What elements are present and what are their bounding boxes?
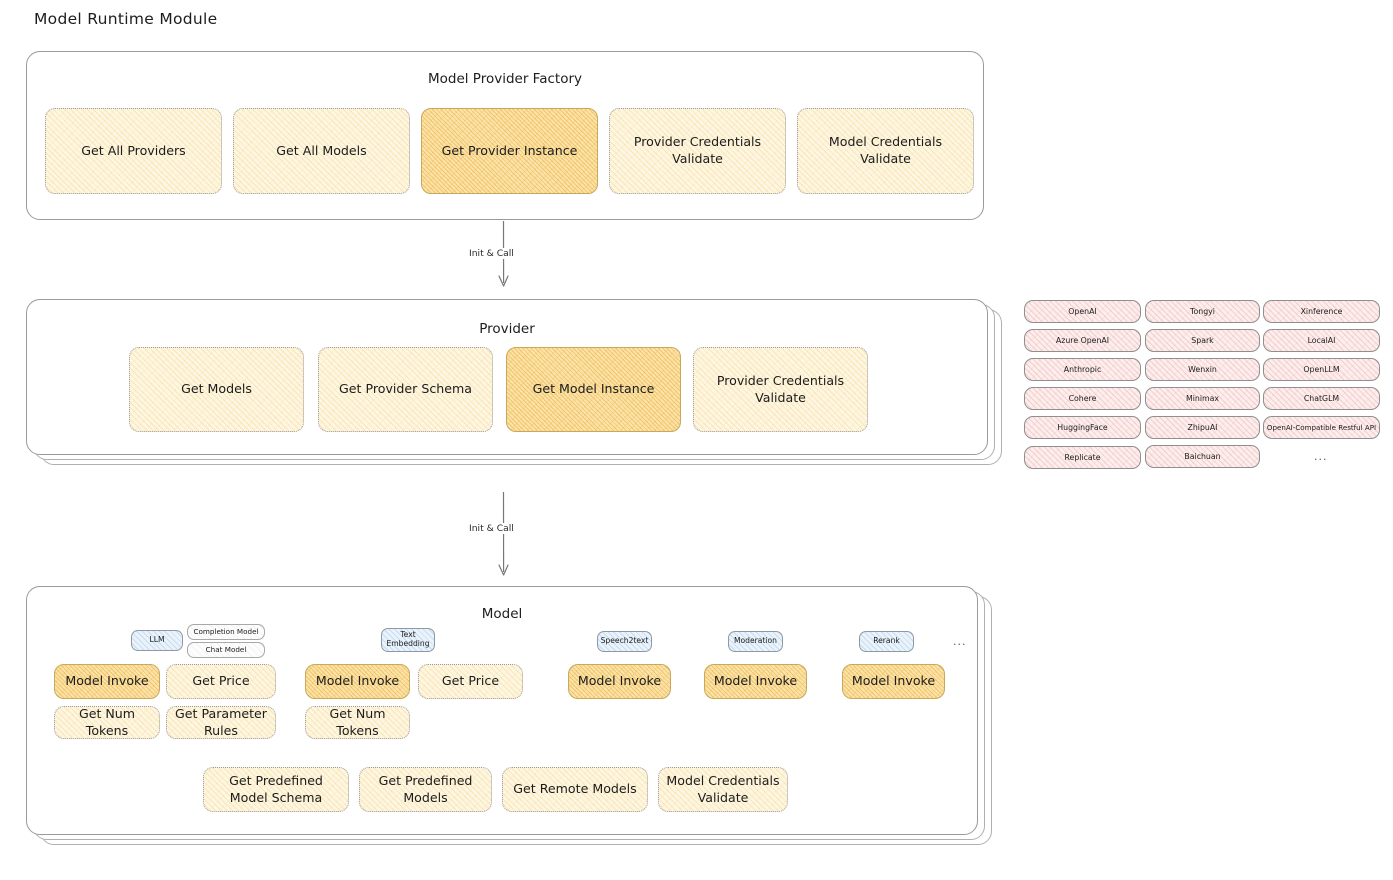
model-provider-factory-title: Model Provider Factory — [427, 71, 582, 87]
provider-pill-azure-openai[interactable]: Azure OpenAI — [1024, 329, 1141, 352]
provider-pill-openai-compatible-restful-api[interactable]: OpenAI-Compatible Restful API — [1263, 416, 1380, 439]
factory-box-get-provider-instance[interactable]: Get Provider Instance — [421, 108, 598, 194]
provider-box-get-provider-schema[interactable]: Get Provider Schema — [318, 347, 493, 432]
factory-box-get-all-providers[interactable]: Get All Providers — [45, 108, 222, 194]
model-types-more-ellipsis: ... — [953, 635, 967, 648]
model-subtype-chip-completion-model[interactable]: Completion Model — [187, 624, 265, 640]
model-provider-factory-panel: Model Provider Factory Get All Providers… — [26, 51, 984, 220]
model-shared-get-predefined-models[interactable]: Get Predefined Models — [359, 767, 492, 812]
provider-pill-openllm[interactable]: OpenLLM — [1263, 358, 1380, 381]
model-method-llm-get-num-tokens[interactable]: Get Num Tokens — [54, 706, 160, 739]
model-shared-get-remote-models[interactable]: Get Remote Models — [502, 767, 648, 812]
provider-pill-wenxin[interactable]: Wenxin — [1145, 358, 1260, 381]
model-method-speech2text-model-invoke[interactable]: Model Invoke — [568, 664, 671, 699]
provider-pill-replicate[interactable]: Replicate — [1024, 446, 1141, 469]
arrow-2-line — [498, 491, 509, 576]
provider-pill-minimax[interactable]: Minimax — [1145, 387, 1260, 410]
factory-box-provider-credentials-validate[interactable]: Provider Credentials Validate — [609, 108, 786, 194]
model-method-llm-get-price[interactable]: Get Price — [166, 664, 276, 699]
provider-pill-baichuan[interactable]: Baichuan — [1145, 445, 1260, 468]
model-shared-get-predefined-model-schema[interactable]: Get Predefined Model Schema — [203, 767, 349, 812]
model-method-llm-get-parameter-rules[interactable]: Get Parameter Rules — [166, 706, 276, 739]
model-type-chip-moderation[interactable]: Moderation — [728, 631, 783, 652]
model-type-chip-speech2text[interactable]: Speech2text — [597, 631, 652, 652]
model-method-embedding-get-price[interactable]: Get Price — [418, 664, 523, 699]
provider-pill-localai[interactable]: LocalAI — [1263, 329, 1380, 352]
provider-pill-huggingface[interactable]: HuggingFace — [1024, 416, 1141, 439]
factory-box-get-all-models[interactable]: Get All Models — [233, 108, 410, 194]
provider-pill-tongyi[interactable]: Tongyi — [1145, 300, 1260, 323]
model-method-rerank-model-invoke[interactable]: Model Invoke — [842, 664, 945, 699]
provider-pill-zhipuai[interactable]: ZhipuAI — [1145, 416, 1260, 439]
provider-panel: Provider Get Models Get Provider Schema … — [26, 299, 988, 455]
model-method-moderation-model-invoke[interactable]: Model Invoke — [704, 664, 807, 699]
provider-pill-openai[interactable]: OpenAI — [1024, 300, 1141, 323]
model-panel: Model LLM Completion Model Chat Model Te… — [26, 586, 978, 835]
provider-pill-anthropic[interactable]: Anthropic — [1024, 358, 1141, 381]
model-title: Model — [481, 606, 523, 622]
arrow-provider-to-model: Init & Call — [466, 491, 548, 584]
provider-title: Provider — [479, 321, 535, 337]
provider-box-provider-credentials-validate[interactable]: Provider Credentials Validate — [693, 347, 868, 432]
arrow-2-label: Init & Call — [466, 523, 517, 534]
provider-list-more-ellipsis: ... — [1314, 450, 1328, 463]
arrow-factory-to-provider: Init & Call — [466, 220, 548, 295]
provider-pill-cohere[interactable]: Cohere — [1024, 387, 1141, 410]
page-title: Model Runtime Module — [34, 10, 218, 28]
provider-pill-xinference[interactable]: Xinference — [1263, 300, 1380, 323]
factory-box-model-credentials-validate[interactable]: Model Credentials Validate — [797, 108, 974, 194]
provider-pill-chatglm[interactable]: ChatGLM — [1263, 387, 1380, 410]
arrow-1-label: Init & Call — [466, 248, 517, 259]
provider-pill-spark[interactable]: Spark — [1145, 329, 1260, 352]
model-shared-model-credentials-validate[interactable]: Model Credentials Validate — [658, 767, 788, 812]
model-method-embedding-model-invoke[interactable]: Model Invoke — [305, 664, 410, 699]
provider-box-get-models[interactable]: Get Models — [129, 347, 304, 432]
model-type-chip-rerank[interactable]: Rerank — [859, 631, 914, 652]
model-method-llm-model-invoke[interactable]: Model Invoke — [54, 664, 160, 699]
model-subtype-chip-chat-model[interactable]: Chat Model — [187, 642, 265, 658]
model-method-embedding-get-num-tokens[interactable]: Get Num Tokens — [305, 706, 410, 739]
model-type-chip-text-embedding[interactable]: Text Embedding — [381, 628, 435, 652]
provider-box-get-model-instance[interactable]: Get Model Instance — [506, 347, 681, 432]
model-type-chip-llm[interactable]: LLM — [131, 630, 183, 651]
provider-list: OpenAI Azure OpenAI Anthropic Cohere Hug… — [1024, 300, 1384, 475]
